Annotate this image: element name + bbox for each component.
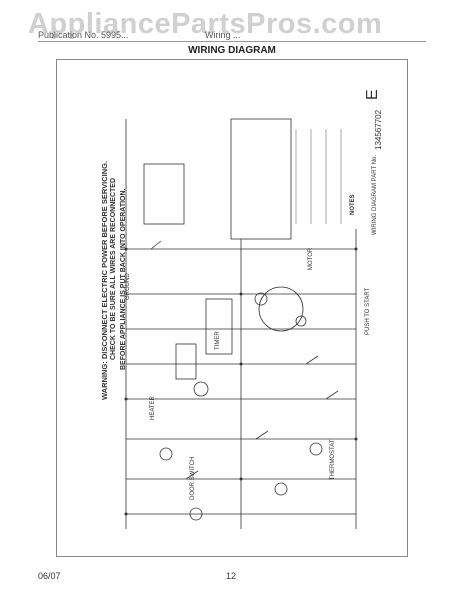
revision-letter: E xyxy=(364,89,381,100)
door-switch-label: DOOR SWITCH xyxy=(190,456,196,500)
wiring-diagram-part-label: WIRING DIAGRAM PART No. xyxy=(372,154,378,235)
warning-line-1: WARNING: DISCONNECT ELECTRIC POWER BEFOR… xyxy=(100,160,109,400)
section-header: Wiring ... xyxy=(205,30,241,40)
ground-label: GROUND xyxy=(125,273,131,300)
push-to-start-label: PUSH TO START xyxy=(365,287,371,335)
motor-label: MOTOR xyxy=(308,247,314,270)
part-number: 134567702 xyxy=(374,109,383,150)
publication-header: Publication No. 5995... xyxy=(38,30,129,40)
timer-label: TIMER xyxy=(215,331,221,350)
watermark: AppliancePartsPros.com xyxy=(28,8,383,40)
thermostat-label: THERMOSTAT xyxy=(330,439,336,480)
footer-date: 06/07 xyxy=(38,571,61,581)
warning-line-2: CHECK TO BE SURE ALL WIRES ARE RECONNECT… xyxy=(110,177,117,360)
heater-label: HEATER xyxy=(150,396,156,420)
diagram-frame xyxy=(56,59,408,557)
page-title: WIRING DIAGRAM xyxy=(188,45,276,56)
notes-heading: NOTES xyxy=(350,194,356,215)
wiring-diagram xyxy=(124,118,358,529)
page-number: 12 xyxy=(226,571,237,581)
header-divider xyxy=(38,41,426,42)
